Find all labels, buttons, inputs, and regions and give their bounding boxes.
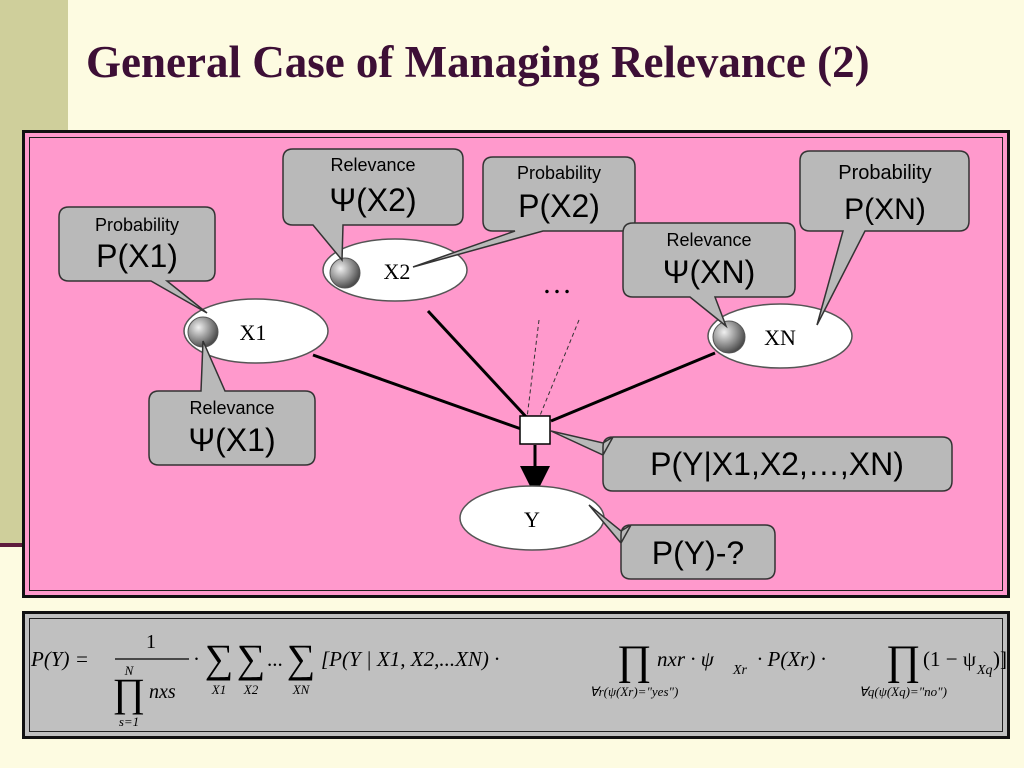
callout-relevance-x2: Relevance Ψ(X2) [282, 148, 464, 263]
formula-conditional-term: [P(Y | X1, X2,...XN) · [321, 647, 499, 671]
formula-inner-frame [29, 618, 1003, 732]
node-xn-label: XN [764, 325, 796, 350]
formula-panel: P(Y) = 1 N ∏ nxs s=1 · ∑ X1 ∑ X2 ... ∑ X… [22, 611, 1010, 739]
callout-relevance-x1: Relevance Ψ(X1) [148, 340, 316, 466]
relevance-knob-icon [712, 320, 746, 354]
callout-conditional-probability: P(Y|X1,X2,…,XN) [550, 430, 953, 492]
product1-tail: · P(Xr) · [757, 647, 826, 671]
callout-relevance-xn: Relevance Ψ(XN) [622, 222, 796, 329]
callout-caption: Relevance [189, 398, 274, 418]
product2-body: (1 − ψ [923, 647, 976, 671]
product-symbol-icon: ∏ [886, 638, 921, 684]
node-xn [707, 303, 853, 369]
relevance-knob-icon [329, 257, 361, 289]
node-y-label: Y [524, 507, 540, 532]
formula-dots: ... [267, 647, 283, 671]
callout-caption: Relevance [330, 155, 415, 175]
bayesian-network-diagram: X1 X2 … XN Y Probability P(X1) Relevance… [58, 148, 970, 580]
callout-caption: Probability [838, 162, 931, 184]
ellipsis-label: … [542, 267, 572, 300]
callout-value: Ψ(X1) [188, 422, 275, 458]
factor-node [519, 415, 551, 445]
product2-tail: )] [993, 647, 1007, 671]
sum-symbol-icon: ∑ [287, 636, 316, 681]
product-symbol-icon: ∏ [113, 670, 146, 715]
formula-denominator-lower: s=1 [119, 714, 139, 729]
callout-probability-x2: Probability P(X2) [412, 156, 636, 268]
diagram-inner-frame [29, 137, 1003, 591]
callout-value: P(XN) [844, 193, 926, 226]
callout-value: Ψ(X2) [329, 182, 416, 218]
callout-value: P(X2) [518, 188, 600, 224]
node-x2 [322, 238, 468, 302]
callout-value: P(Y)-? [652, 535, 744, 571]
callout-caption: Probability [95, 215, 179, 235]
callout-probability-xn: Probability P(XN) [799, 150, 970, 326]
formula-denominator-body: nxs [149, 681, 176, 703]
sum-subscript-x2: X2 [243, 682, 259, 697]
callout-value: Ψ(XN) [663, 254, 756, 290]
diagram-panel: X1 X2 … XN Y Probability P(X1) Relevance… [22, 130, 1010, 598]
dashed-link-b [538, 319, 580, 419]
callout-query: P(Y)-? [588, 504, 776, 580]
product1-subscript: Xr [732, 663, 748, 678]
formula-numerator: 1 [146, 631, 156, 653]
dashed-link-a [526, 319, 540, 419]
callout-probability-x1: Probability P(X1) [58, 206, 216, 314]
product1-body: nxr · ψ [657, 647, 715, 671]
formula-lhs: P(Y) = [30, 647, 89, 671]
sum-symbol-icon: ∑ [205, 636, 234, 681]
sum-subscript-x1: X1 [211, 682, 226, 697]
product2-condition: ∀q(ψ(Xq)="no") [859, 684, 947, 699]
callout-value: P(Y|X1,X2,…,XN) [650, 446, 904, 482]
edge-x1-factor [312, 353, 525, 432]
sum-subscript-xn: XN [292, 682, 311, 697]
node-x2-label: X2 [384, 259, 411, 284]
formula-denominator-upper: N [124, 663, 135, 678]
probability-formula: P(Y) = 1 N ∏ nxs s=1 · ∑ X1 ∑ X2 ... ∑ X… [30, 631, 1007, 729]
formula-dot: · [193, 647, 200, 671]
callout-value: P(X1) [96, 238, 178, 274]
node-x1 [183, 298, 329, 364]
product2-subscript: Xq [976, 663, 993, 678]
callout-caption: Probability [517, 163, 601, 183]
product-symbol-icon: ∏ [617, 638, 652, 684]
sum-symbol-icon: ∑ [237, 636, 266, 681]
node-x1-label: X1 [240, 320, 267, 345]
edge-xn-factor [550, 351, 716, 423]
callout-caption: Relevance [666, 230, 751, 250]
edge-x2-factor [426, 309, 531, 422]
product1-condition: ∀r(ψ(Xr)="yes") [590, 684, 679, 699]
slide-title: General Case of Managing Relevance (2) [86, 37, 870, 87]
